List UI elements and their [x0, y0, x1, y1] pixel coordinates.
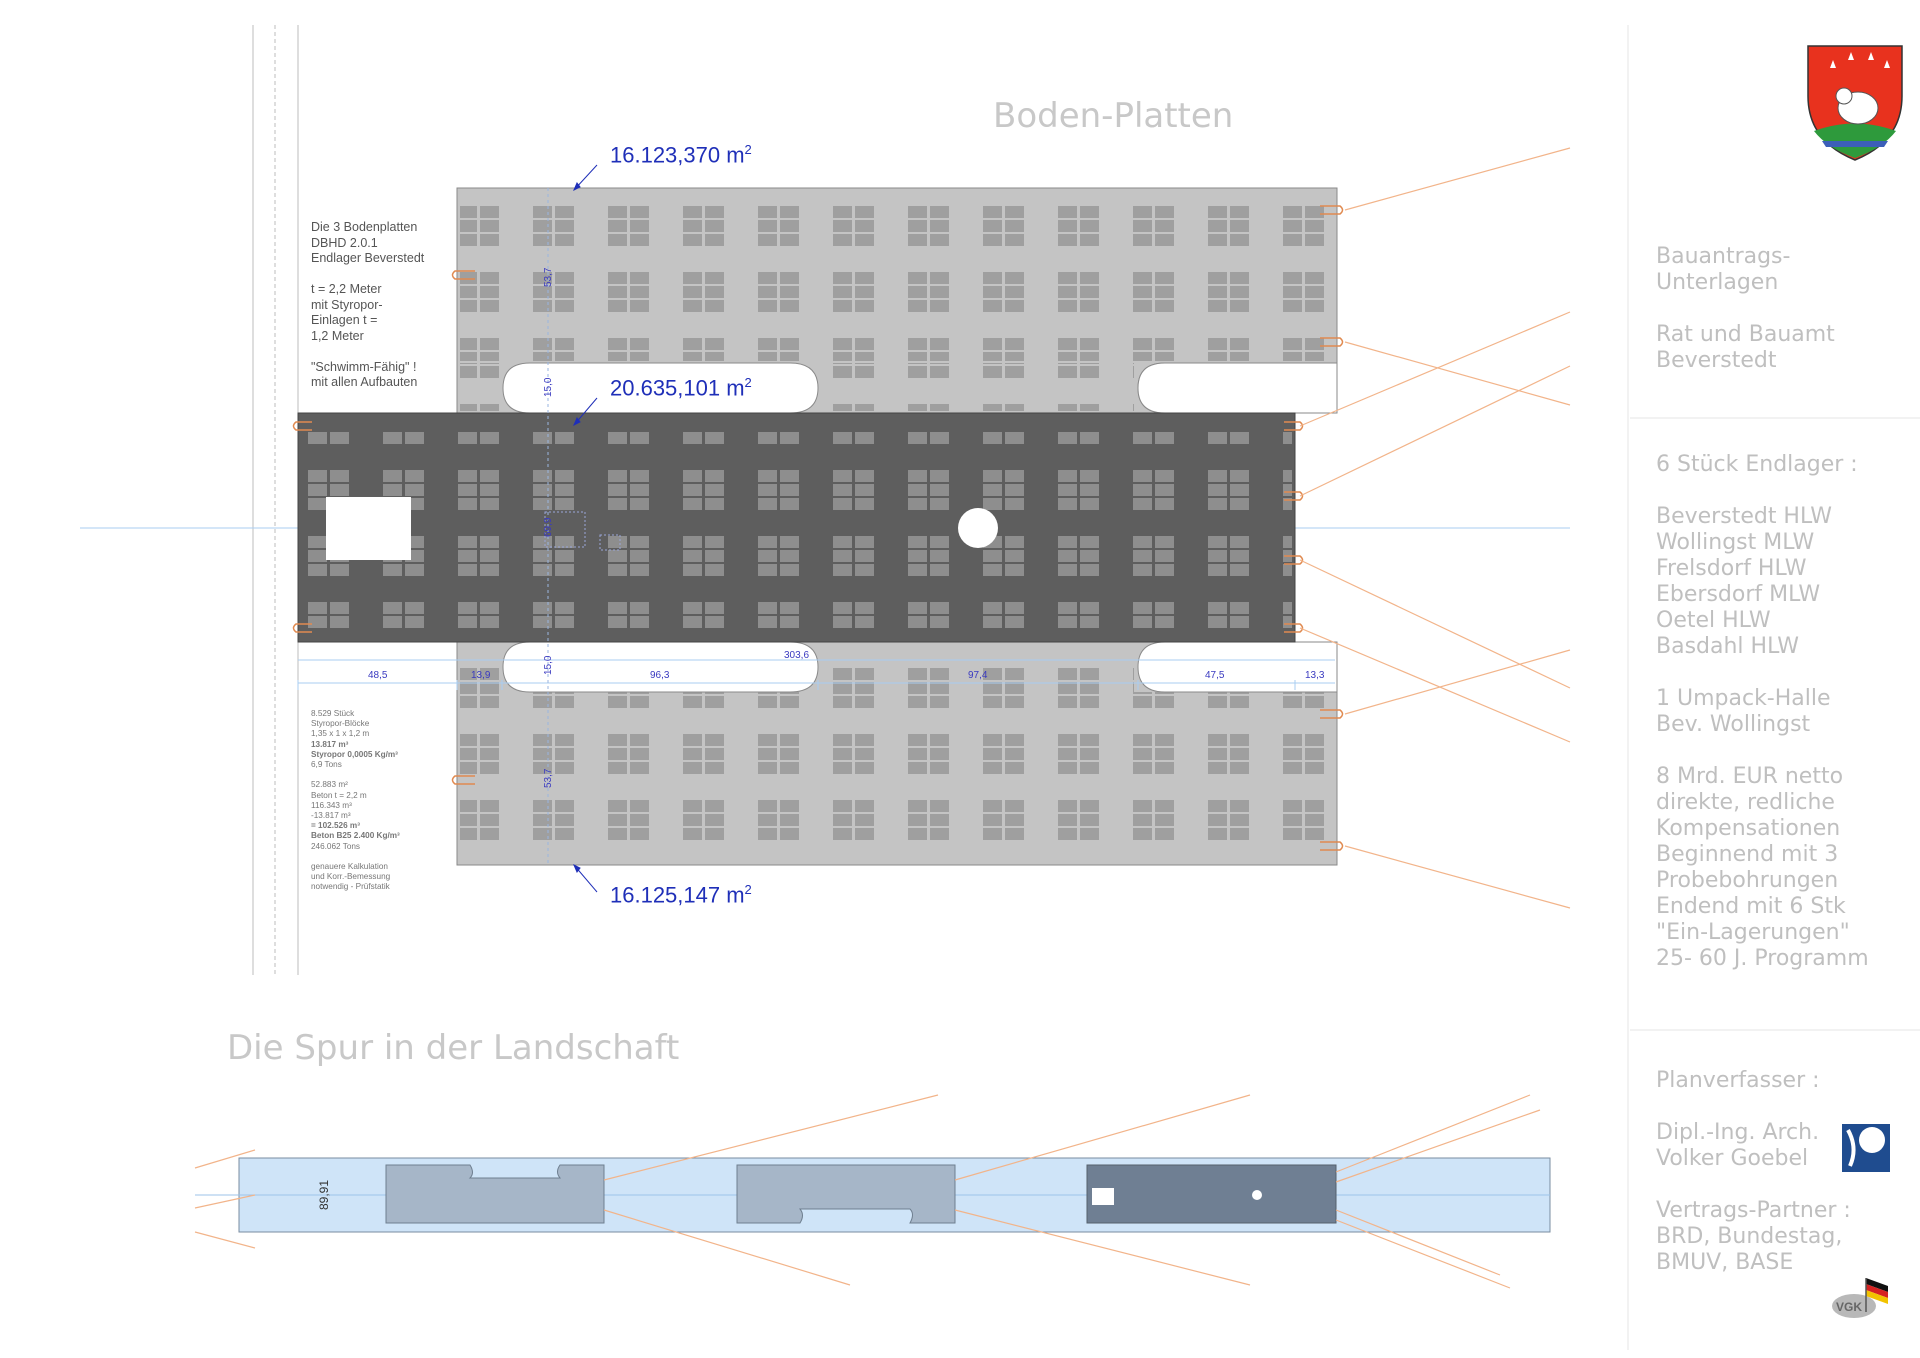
calculation-line: 52.883 m² [311, 780, 348, 790]
area-top-label: 16.123,370 m2 [610, 142, 752, 168]
dimension-v4: 53,7 [543, 768, 554, 788]
dimension-d4: 303,6 [784, 650, 810, 661]
landscape-strip [194, 1094, 1551, 1289]
calculation-line [311, 770, 400, 780]
top-slab [456, 187, 1338, 414]
calculation-line: 1,35 x 1 x 1,2 m [311, 729, 370, 739]
strip-height-dimension: 89,91 [317, 1179, 331, 1210]
calculation-line: 13.817 m³ [311, 739, 349, 749]
calculation-line: 116.343 m³ [311, 800, 352, 810]
calculation-line: genauere Kalkulation [311, 862, 388, 872]
dimension-d2: 13,9 [471, 670, 491, 681]
area-middle-exponent: 2 [744, 375, 752, 390]
calculation-line: Beton B25 2.400 Kg/m³ [311, 831, 400, 841]
calculation-line: und Korr.-Bemessung [311, 872, 391, 882]
main-title: Boden-Platten [993, 96, 1234, 136]
calculation-line: = 102.526 m³ [311, 821, 360, 831]
calculation-line: 8.529 Stück [311, 709, 355, 718]
area-middle-label: 20.635,101 m2 [610, 375, 752, 401]
lifting-hooks [292, 205, 1344, 851]
dimension-v2: 15,0 [543, 377, 554, 397]
architect-logo-icon [1842, 1124, 1890, 1172]
area-arrows [573, 164, 598, 893]
dimension-lines [297, 188, 1335, 865]
dimension-d7: 13,3 [1305, 670, 1325, 681]
dimension-v3: 15,0 [543, 655, 554, 675]
dimension-d1: 48,5 [368, 670, 388, 681]
panel-application-block: Bauantrags- Unterlagen Rat und Bauamt Be… [1656, 244, 1835, 373]
mascot-monogram: VGK [1836, 1300, 1863, 1314]
dimension-d5: 97,4 [968, 670, 988, 681]
calculation-line: Styropor 0,0005 Kg/m³ [311, 749, 398, 759]
bottom-slab [456, 641, 1338, 866]
panel-author-block: Planverfasser : Dipl.-Ing. Arch. Volker … [1656, 1068, 1851, 1275]
dimension-d3: 96,3 [650, 670, 670, 681]
beaver-coat-of-arms-icon [1807, 45, 1903, 161]
calculation-line [311, 852, 400, 862]
area-bottom-label: 16.125,147 m2 [610, 882, 752, 908]
area-top-exponent: 2 [744, 142, 752, 157]
middle-slab [297, 412, 1296, 643]
calculation-line: -13.817 m³ [311, 811, 351, 821]
area-bottom-exponent: 2 [744, 882, 752, 897]
flag-mascot-icon [1832, 1278, 1888, 1318]
orange-leader-lines [1299, 147, 1571, 909]
area-bottom-value: 16.125,147 m [610, 882, 745, 908]
dimension-d6: 47,5 [1205, 670, 1225, 681]
slab-description-note: Die 3 Bodenplatten DBHD 2.0.1 Endlager B… [311, 220, 425, 389]
calculation-line: Beton t = 2,2 m [311, 790, 367, 800]
calculation-line: 6,9 Tons [311, 760, 342, 770]
area-top-value: 16.123,370 m [610, 142, 745, 168]
lower-title: Die Spur in der Landschaft [227, 1028, 680, 1068]
calculation-line: 246.062 Tons [311, 841, 361, 851]
area-middle-value: 20.635,101 m [610, 375, 745, 401]
dimension-v5: 69,9 [543, 517, 554, 537]
panel-repository-block: 6 Stück Endlager : Beverstedt HLW Wollin… [1656, 452, 1869, 971]
calculation-line: Styropor-Blöcke [311, 719, 370, 729]
dimension-v1: 53,7 [543, 267, 554, 287]
calculation-line: notwendig - Prüfstatik [311, 882, 390, 892]
